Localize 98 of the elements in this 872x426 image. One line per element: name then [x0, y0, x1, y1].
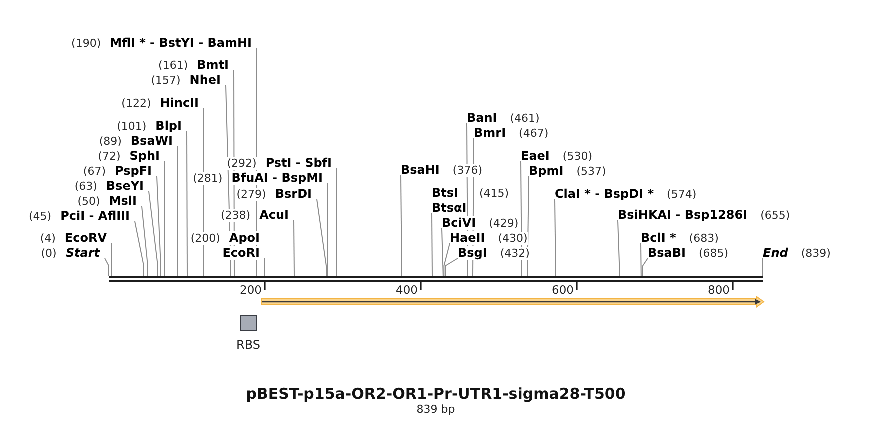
leader-line	[134, 221, 144, 276]
enzyme-name: AcuI	[260, 208, 289, 222]
scale-label: 400	[396, 283, 418, 297]
enzyme-name: EaeI	[521, 148, 550, 162]
leader-line	[164, 161, 166, 276]
enzyme-name: SphI	[130, 148, 160, 162]
site-position: (281)	[193, 172, 223, 184]
enzyme-name: EcoRV	[64, 230, 107, 244]
site-position: (63)	[74, 180, 98, 192]
site-position: (67)	[83, 164, 106, 178]
site-position: (429)	[489, 216, 519, 230]
enzyme-name: PstI - SbfI	[266, 156, 332, 170]
enzyme-name: NheI	[190, 72, 221, 86]
site-position: (537)	[576, 164, 606, 178]
leader-line	[642, 258, 648, 276]
enzyme-name: EcoRI	[222, 246, 260, 260]
leader-line	[527, 176, 530, 276]
site-position: (530)	[562, 150, 592, 162]
enzyme-name: BsgI	[458, 246, 488, 260]
enzyme-name: BsaHI	[401, 162, 440, 176]
enzyme-name: HaeII	[450, 230, 486, 244]
site-position: (432)	[500, 246, 530, 260]
enzyme-name: MflI * - BstYI - BamHI	[110, 36, 252, 50]
map-end-label: End	[763, 246, 788, 260]
site-position: (839)	[801, 246, 831, 260]
leader-line	[554, 199, 556, 276]
site-position: (72)	[98, 150, 121, 162]
site-position: (190)	[72, 36, 102, 50]
site-position: (292)	[227, 156, 257, 170]
site-position: (238)	[220, 208, 251, 222]
leader-line	[104, 258, 110, 276]
site-position: (122)	[122, 96, 152, 110]
site-position: (157)	[151, 74, 181, 86]
sequence-length: 839 bp	[416, 403, 456, 416]
map-title: pBEST-p15a-OR2-OR1-Pr-UTR1-sigma28-T500	[246, 385, 626, 403]
enzyme-name: BtsI	[432, 186, 458, 200]
site-position: (45)	[29, 210, 52, 222]
site-position: (685)	[699, 246, 729, 260]
enzyme-name: ApoI	[229, 230, 260, 244]
leader-line	[444, 243, 450, 276]
site-position: (655)	[760, 208, 790, 222]
feature-bar	[262, 297, 764, 307]
enzyme-name: BanI	[467, 110, 498, 124]
site-position: (415)	[480, 186, 510, 200]
leader-line	[186, 131, 188, 276]
enzyme-name: BsaWI	[130, 134, 173, 148]
site-position: (4)	[40, 232, 56, 244]
enzyme-name: BmtI	[197, 58, 229, 72]
scale-label: 800	[708, 283, 730, 297]
leader-line	[442, 228, 444, 276]
site-position: (161)	[158, 58, 188, 72]
enzyme-name: BsaBI	[648, 246, 686, 260]
sequence-backbone	[109, 276, 763, 282]
site-position: (0)	[41, 246, 57, 260]
site-position: (89)	[99, 134, 122, 148]
leader-line	[264, 258, 266, 276]
leader-line	[762, 258, 764, 276]
enzyme-name: PspFI	[115, 164, 152, 178]
leader-line	[316, 199, 327, 276]
feature-block	[240, 315, 257, 331]
enzyme-name: PciI - AflIII	[60, 208, 130, 222]
enzyme-name: HincII	[160, 96, 199, 110]
enzyme-name: BpmI	[529, 164, 564, 178]
site-position: (279)	[236, 188, 266, 200]
leader-line	[142, 206, 148, 276]
enzyme-name: BsiHKAI - Bsp1286I	[618, 208, 748, 222]
site-position: (50)	[78, 194, 100, 208]
site-position: (574)	[667, 188, 697, 200]
enzyme-name: BtsαI	[432, 200, 467, 214]
leader-line	[432, 213, 433, 276]
feature-label: RBS	[236, 338, 260, 352]
scale-label: 600	[552, 283, 574, 297]
site-position: (376)	[452, 164, 482, 176]
site-position: (101)	[117, 120, 147, 132]
leader-line	[400, 175, 402, 276]
leader-line	[148, 191, 158, 276]
site-position: (461)	[510, 112, 540, 124]
leader-line	[156, 176, 162, 276]
enzyme-name: ClaI * - BspDI *	[555, 186, 654, 200]
site-position: (683)	[689, 232, 719, 244]
site-position: (467)	[519, 126, 549, 140]
enzyme-name: BlpI	[156, 118, 182, 132]
enzyme-name: BclI *	[641, 230, 676, 244]
enzyme-name: BseYI	[106, 178, 144, 192]
scale-label: 200	[240, 283, 262, 297]
map-end-label: Start	[66, 246, 100, 260]
leader-line	[618, 220, 620, 276]
site-position: (430)	[498, 232, 528, 244]
enzyme-name: BfuAI - BspMI	[232, 170, 323, 184]
enzyme-name: BsrDI	[275, 186, 312, 200]
leader-line	[640, 243, 642, 276]
site-position: (200)	[190, 232, 220, 244]
enzyme-name: MslI	[109, 194, 137, 208]
leader-line	[445, 258, 458, 276]
enzyme-name: BmrI	[474, 126, 506, 140]
leader-line	[294, 220, 295, 276]
enzyme-name: BciVI	[442, 216, 476, 230]
leader-line	[336, 168, 338, 276]
